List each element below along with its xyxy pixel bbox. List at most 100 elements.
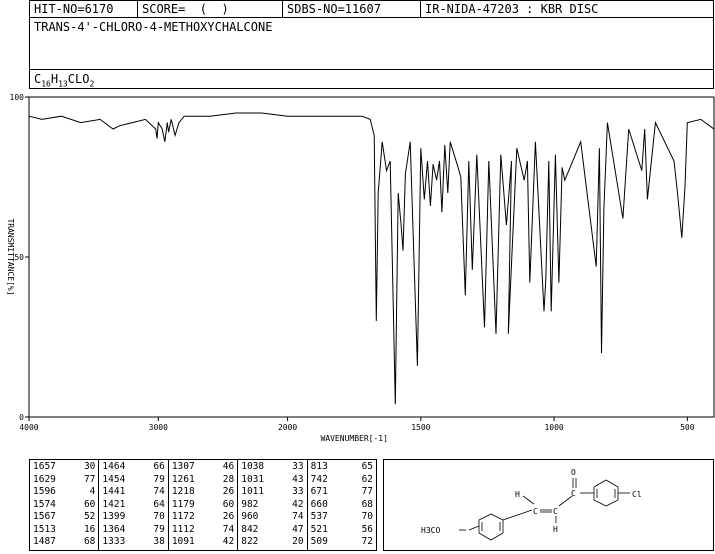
peak-transmittance: 43 bbox=[292, 473, 304, 485]
peak-wavenumber: 1454 bbox=[102, 473, 126, 485]
peak-row: 537 70 bbox=[311, 511, 373, 524]
peak-transmittance: 26 bbox=[222, 511, 235, 522]
peak-wavenumber: 842 bbox=[241, 523, 259, 535]
methoxy-label: H3CO bbox=[421, 526, 440, 535]
peak-transmittance: 68 bbox=[83, 536, 96, 547]
peak-row: 1629 77 bbox=[33, 474, 95, 487]
y-tick-label: 0 bbox=[19, 413, 24, 422]
x-tick-label: 4000 bbox=[19, 423, 38, 432]
peak-wavenumber: 509 bbox=[310, 536, 328, 547]
peak-wavenumber: 1567 bbox=[33, 511, 56, 522]
peak-transmittance: 77 bbox=[361, 486, 374, 497]
peak-wavenumber: 982 bbox=[241, 498, 259, 510]
x-tick-label: 1500 bbox=[411, 423, 430, 432]
peak-wavenumber: 1031 bbox=[241, 473, 265, 485]
peak-row: 1441 74 bbox=[102, 486, 164, 499]
molecule-structure: H3CO C C H H C O Cl bbox=[421, 468, 642, 541]
peak-transmittance: 77 bbox=[83, 473, 96, 485]
y-tick-label: 100 bbox=[10, 93, 25, 102]
peak-row: 521 56 bbox=[311, 524, 373, 537]
peak-wavenumber: 813 bbox=[310, 461, 328, 472]
peak-transmittance: 38 bbox=[153, 536, 165, 547]
peak-wavenumber: 1112 bbox=[171, 523, 195, 535]
peak-transmittance: 72 bbox=[361, 536, 374, 547]
carbonyl-carbon: C bbox=[571, 489, 576, 498]
peak-wavenumber: 521 bbox=[310, 523, 328, 535]
peak-row: 1307 46 bbox=[172, 461, 234, 474]
chloro-label: Cl bbox=[632, 490, 642, 499]
peak-wavenumber: 537 bbox=[310, 511, 328, 522]
peak-transmittance: 28 bbox=[222, 473, 235, 485]
peak-transmittance: 33 bbox=[292, 486, 304, 497]
molecular-formula: C16H13CLO2 bbox=[29, 69, 714, 89]
peak-transmittance: 52 bbox=[83, 511, 96, 522]
peak-wavenumber: 1011 bbox=[241, 486, 265, 497]
peak-wavenumber: 1629 bbox=[33, 473, 56, 485]
peak-row: 1031 43 bbox=[241, 474, 303, 487]
peak-wavenumber: 1657 bbox=[33, 461, 56, 472]
peak-row: 1172 26 bbox=[172, 511, 234, 524]
peak-row: 509 72 bbox=[311, 536, 373, 549]
peak-transmittance: 70 bbox=[361, 511, 374, 522]
peak-wavenumber: 1333 bbox=[102, 536, 126, 547]
peak-wavenumber: 660 bbox=[310, 498, 328, 510]
peak-transmittance: 74 bbox=[153, 486, 165, 497]
peak-wavenumber: 1038 bbox=[241, 461, 265, 472]
ir-code: IR-NIDA-47203 : KBR DISC bbox=[425, 2, 599, 16]
y-tick-label: 50 bbox=[14, 253, 24, 262]
peak-row: 660 68 bbox=[311, 499, 373, 512]
alkene-carbon-1: C bbox=[533, 507, 538, 516]
spectrum-line bbox=[28, 112, 715, 405]
peak-wavenumber: 1172 bbox=[171, 511, 195, 522]
x-axis-label: WAVENUMBER[-1] bbox=[320, 434, 387, 443]
peak-wavenumber: 1261 bbox=[171, 473, 195, 485]
peak-wavenumber: 1513 bbox=[33, 523, 56, 535]
peak-transmittance: 60 bbox=[83, 498, 96, 510]
peak-transmittance: 26 bbox=[222, 486, 235, 497]
peak-wavenumber: 742 bbox=[310, 473, 328, 485]
peak-transmittance: 70 bbox=[153, 511, 165, 522]
peak-transmittance: 16 bbox=[83, 523, 96, 535]
hit-number: HIT-NO=6170 bbox=[30, 1, 138, 17]
peak-row: 742 62 bbox=[311, 474, 373, 487]
peak-transmittance: 56 bbox=[361, 523, 374, 535]
x-tick-label: 2000 bbox=[278, 423, 297, 432]
peak-wavenumber: 1487 bbox=[33, 536, 56, 547]
peak-transmittance: 42 bbox=[292, 498, 304, 510]
peak-row: 842 47 bbox=[241, 524, 303, 537]
peak-wavenumber: 1441 bbox=[102, 486, 126, 497]
peak-wavenumber: 1307 bbox=[171, 461, 195, 472]
peak-row: 1011 33 bbox=[241, 486, 303, 499]
peak-wavenumber: 1091 bbox=[171, 536, 195, 547]
peak-transmittance: 46 bbox=[222, 461, 235, 472]
peak-wavenumber: 1596 bbox=[33, 486, 56, 497]
peak-row: 1333 38 bbox=[102, 536, 164, 549]
peak-row: 1567 52 bbox=[33, 511, 95, 524]
peak-transmittance: 62 bbox=[361, 473, 374, 485]
peak-transmittance: 33 bbox=[292, 461, 304, 472]
peak-transmittance: 68 bbox=[361, 498, 374, 510]
peak-transmittance: 47 bbox=[292, 523, 304, 535]
alkene-hydrogen-2: H bbox=[553, 525, 558, 534]
peak-wavenumber: 1464 bbox=[102, 461, 126, 472]
peak-transmittance: 60 bbox=[222, 498, 235, 510]
peak-row: 1487 68 bbox=[33, 536, 95, 549]
x-tick-label: 500 bbox=[680, 423, 695, 432]
score: SCORE= ( ) bbox=[138, 1, 283, 17]
